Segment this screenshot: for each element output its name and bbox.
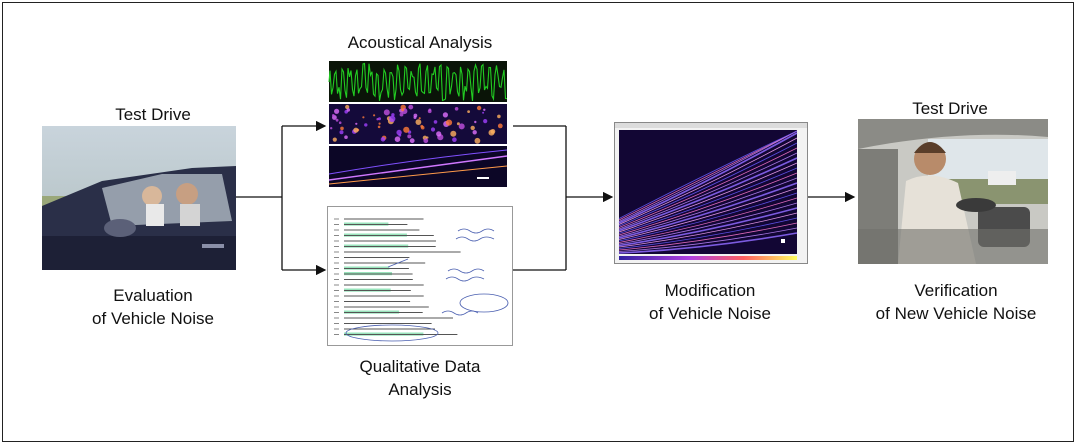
verification-caption-line2: of New Vehicle Noise [875,304,1037,323]
test-drive-left-title: Test Drive [115,105,191,124]
evaluation-caption: Evaluation of Vehicle Noise [60,284,246,330]
qualitative-caption-line2: Analysis [388,380,452,399]
modification-spectrogram-image [614,122,808,264]
spectrogram-panel-top [329,104,507,144]
spectrogram-panel-bottom [328,146,508,187]
test-drive-right-title: Test Drive [912,99,988,118]
verification-caption: Verification of New Vehicle Noise [856,279,1056,325]
transcript-text-lines [334,218,461,336]
test-drive-photo-left [42,126,236,270]
driver-interior-photo [858,119,1048,264]
evaluation-caption-line1: Evaluation [113,286,193,305]
flow-connectors [236,120,856,276]
qualitative-document-image [327,206,513,346]
verification-caption-line1: Verification [914,281,998,300]
test-drive-photo-right [858,119,1048,264]
acoustical-analysis-image [327,60,513,189]
modification-caption-line2: of Vehicle Noise [649,304,771,323]
handwritten-annotations [345,228,509,342]
acoustical-analysis-title: Acoustical Analysis [347,33,493,52]
waveform-trace [328,62,508,102]
order-trace-lines [618,130,798,254]
waveform-panel [328,61,508,102]
car-driving-photo [42,126,236,270]
modification-caption-line1: Modification [664,281,756,300]
qualitative-caption-line1: Qualitative Data [359,357,481,376]
modification-caption: Modification of Vehicle Noise [620,279,800,325]
evaluation-caption-line2: of Vehicle Noise [92,309,214,328]
color-scale-bar [619,256,797,260]
qualitative-caption: Qualitative Data Analysis [317,355,523,401]
